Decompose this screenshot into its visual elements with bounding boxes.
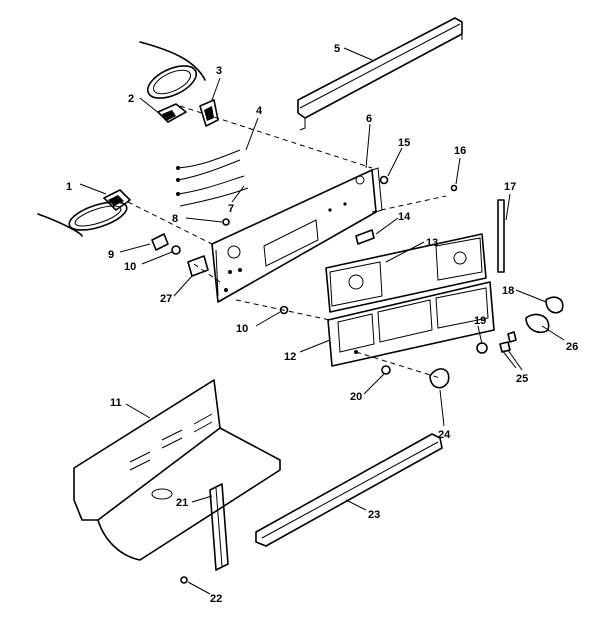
- callout-5: 5: [334, 43, 340, 55]
- callout-8: 8: [172, 213, 178, 225]
- callout-17: 17: [504, 181, 516, 193]
- callout-11: 11: [110, 397, 122, 409]
- callout-26: 26: [566, 341, 578, 353]
- callout-3: 3: [216, 65, 222, 77]
- callout-9: 9: [108, 249, 114, 261]
- leader-lines: [79, 47, 565, 595]
- part-trim-rail-top: [297, 17, 463, 131]
- callout-6: 6: [366, 113, 372, 125]
- part-thermostat-top: [139, 41, 219, 127]
- callout-14: 14: [398, 211, 411, 223]
- callout-4: 4: [256, 105, 263, 117]
- part-trim-rail-bottom: [255, 433, 443, 547]
- part-front-control-panel: [327, 281, 495, 367]
- part-thermostat-lower: [37, 189, 131, 237]
- callout-labels: 1 2 3 4 5 6 7 8 9 10 10 11 12 13 14 15 1…: [66, 43, 578, 605]
- callout-2: 2: [128, 93, 134, 105]
- part-screw-bottom: [180, 576, 188, 584]
- part-vertical-bracket: [209, 483, 229, 571]
- callout-1: 1: [66, 181, 72, 193]
- part-wires: [176, 149, 249, 207]
- callout-27: 27: [160, 293, 172, 305]
- callout-10a: 10: [124, 261, 136, 273]
- part-control-panel-plate: [211, 167, 383, 303]
- assembly-lines: [127, 105, 447, 379]
- part-knobs: [429, 296, 564, 389]
- callout-19: 19: [474, 315, 486, 327]
- callout-15: 15: [398, 137, 410, 149]
- callout-7: 7: [228, 203, 234, 215]
- callout-16: 16: [454, 145, 466, 157]
- callout-22: 22: [210, 593, 222, 605]
- callout-18: 18: [502, 285, 514, 297]
- callout-25: 25: [516, 373, 528, 385]
- callout-21: 21: [176, 497, 188, 509]
- callout-24: 24: [438, 429, 451, 441]
- part-trim-strip: [497, 199, 505, 273]
- callout-23: 23: [368, 509, 380, 521]
- callout-20: 20: [350, 391, 362, 403]
- callout-10b: 10: [236, 323, 248, 335]
- part-hardware: [151, 175, 458, 375]
- part-dial-faceplate: [325, 233, 487, 313]
- callout-12: 12: [284, 351, 296, 363]
- callout-13: 13: [426, 237, 438, 249]
- part-base-pan: [73, 379, 281, 561]
